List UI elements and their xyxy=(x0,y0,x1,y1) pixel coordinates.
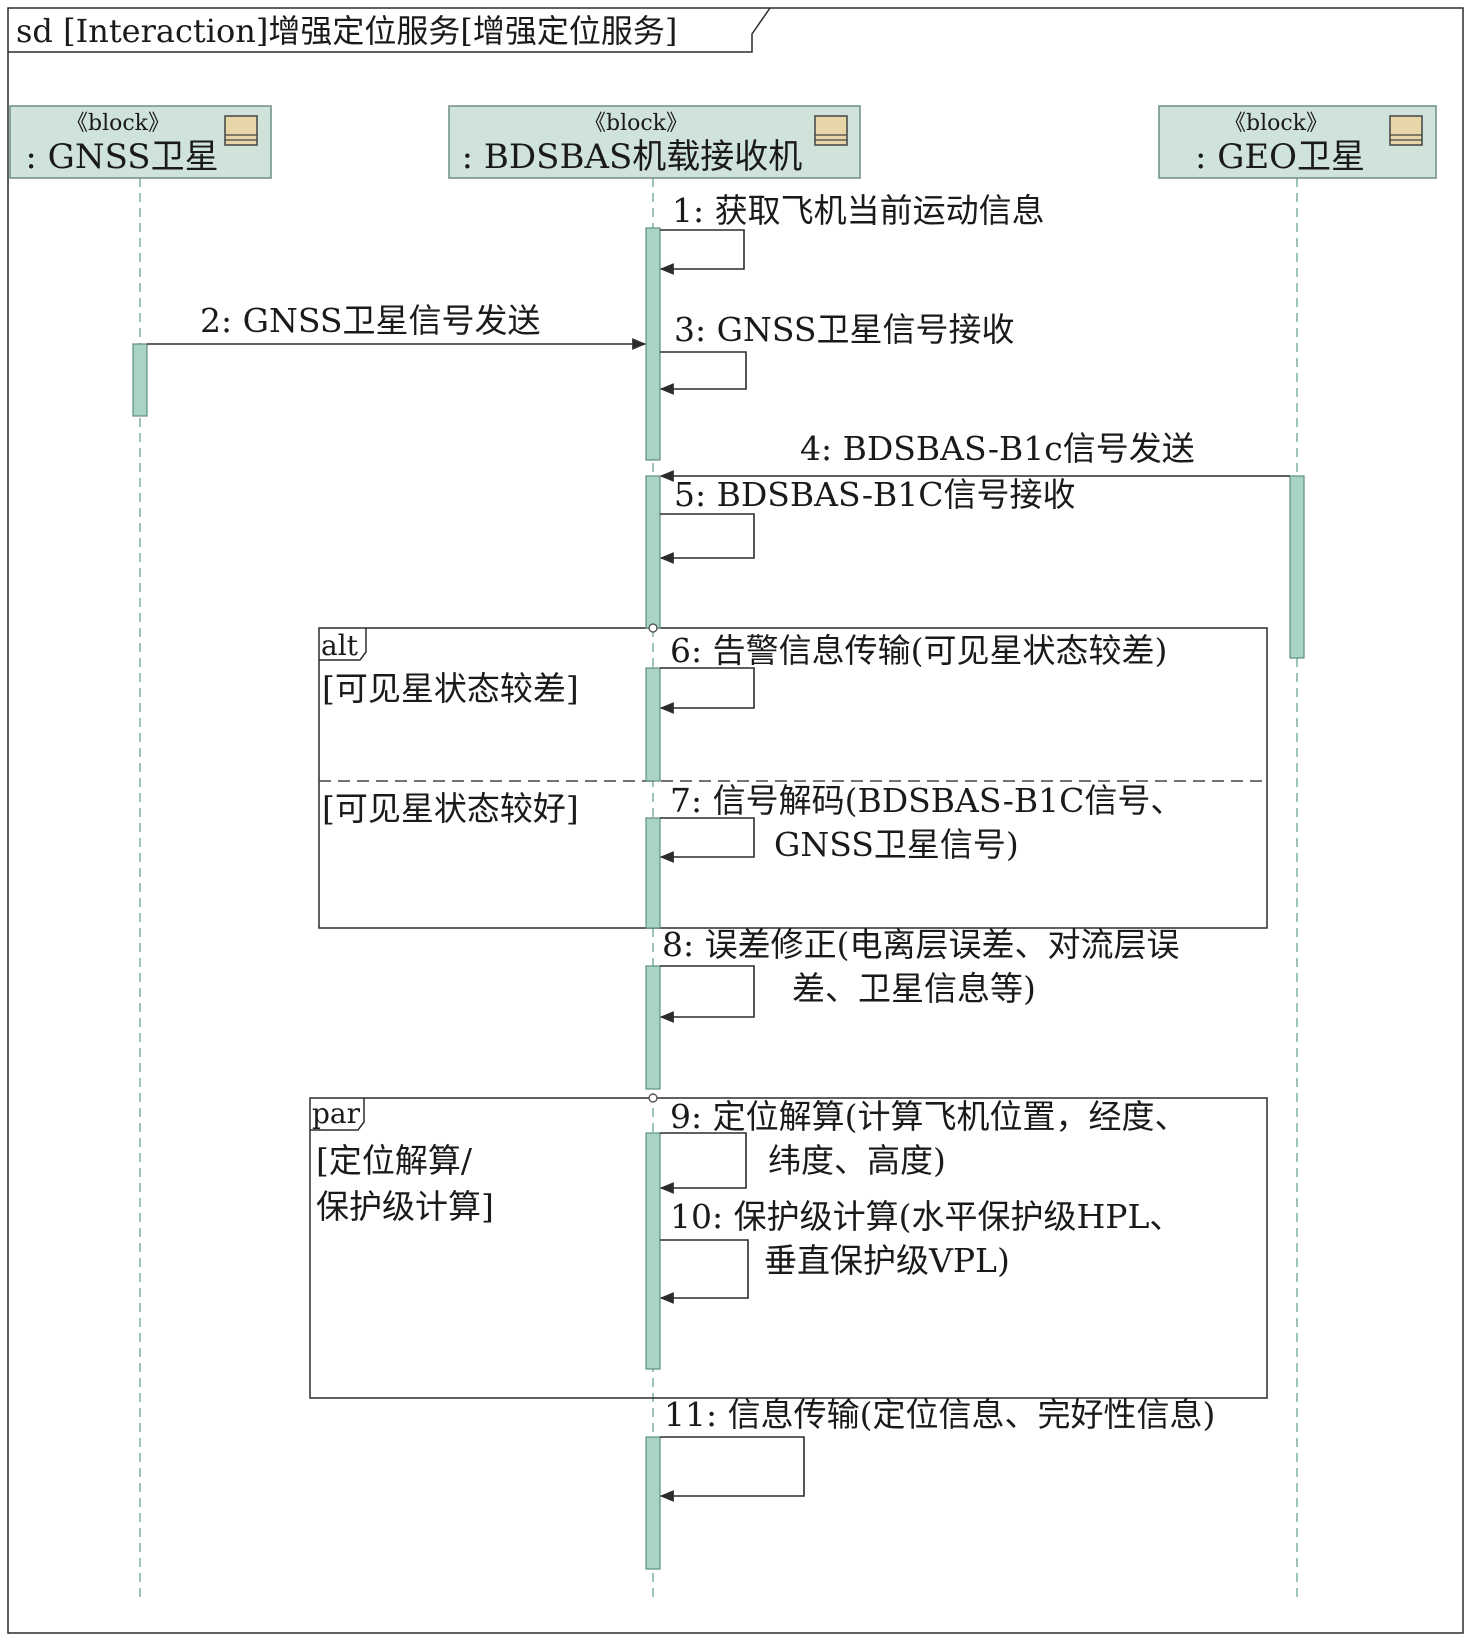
lifeline-gnss-satellite: 《block》 : GNSS卫星 xyxy=(9,105,272,1598)
lifeline-name: : GEO卫星 xyxy=(1195,137,1365,177)
message-arrow xyxy=(659,1239,749,1304)
message-2: 2: GNSS卫星信号发送 xyxy=(147,301,647,350)
message-10: 10: 保护级计算(水平保护级HPL、 垂直保护级VPL) xyxy=(659,1197,1182,1304)
message-label: 差、卫星信息等) xyxy=(792,969,1036,1008)
message-7: 7: 信号解码(BDSBAS-B1C信号、 GNSS卫星信号) xyxy=(659,781,1183,864)
message-11: 11: 信息传输(定位信息、完好性信息) xyxy=(659,1395,1215,1502)
message-1: 1: 获取飞机当前运动信息 xyxy=(659,191,1045,275)
fragment-box xyxy=(318,627,1268,929)
message-label: 1: 获取飞机当前运动信息 xyxy=(672,191,1045,230)
message-8: 8: 误差修正(电离层误差、对流层误 差、卫星信息等) xyxy=(659,925,1179,1023)
combined-fragments: alt [可见星状态较差] [可见星状态较好] par [定位解算/ 保护级计算… xyxy=(309,627,1268,1399)
message-arrow xyxy=(659,1132,747,1194)
lifeline-name: : BDSBAS机载接收机 xyxy=(462,137,803,177)
fragment-guard: 保护级计算] xyxy=(316,1187,494,1226)
message-arrow xyxy=(659,1436,805,1502)
block-icon xyxy=(814,115,848,146)
lifeline-stereotype: 《block》 xyxy=(66,111,170,136)
fragment-guard: [可见星状态较差] xyxy=(322,669,579,708)
fragment-box xyxy=(309,1097,1268,1399)
activation-bar xyxy=(645,1132,661,1370)
message-label: 6: 告警信息传输(可见星状态较差) xyxy=(670,631,1167,670)
fragment-gate xyxy=(648,1093,658,1103)
message-label: 5: BDSBAS-B1C信号接收 xyxy=(674,475,1075,514)
par-fragment: par [定位解算/ 保护级计算] xyxy=(309,1097,1268,1399)
interaction-frame: sd [Interaction]增强定位服务[增强定位服务] xyxy=(7,7,1464,1634)
activation-bar xyxy=(645,227,661,461)
message-6: 6: 告警信息传输(可见星状态较差) xyxy=(659,631,1167,714)
fragment-operator-tab xyxy=(319,628,367,661)
messages: 1: 获取飞机当前运动信息 2: GNSS卫星信号发送 3: GNSS卫星信号接… xyxy=(147,191,1290,1502)
lifeline-stereotype: 《block》 xyxy=(1224,111,1328,136)
block-icon xyxy=(224,115,258,146)
activation-bar xyxy=(645,667,661,782)
activation-bars xyxy=(132,227,1305,1570)
fragment-operator-tab xyxy=(310,1098,365,1131)
alt-fragment: alt [可见星状态较差] [可见星状态较好] xyxy=(318,627,1268,929)
message-3: 3: GNSS卫星信号接收 xyxy=(659,310,1014,395)
block-icon xyxy=(1389,115,1423,146)
message-label: 垂直保护级VPL) xyxy=(764,1241,1010,1280)
fragment-guard: [定位解算/ xyxy=(316,1141,473,1180)
message-arrow xyxy=(659,229,745,275)
message-9: 9: 定位解算(计算飞机位置，经度、 纬度、高度) xyxy=(659,1097,1187,1194)
message-5: 5: BDSBAS-B1C信号接收 xyxy=(659,475,1075,564)
message-arrow xyxy=(659,351,747,395)
message-label: 4: BDSBAS-B1c信号发送 xyxy=(800,429,1195,468)
lifeline-stereotype: 《block》 xyxy=(584,111,688,136)
fragment-operator: par xyxy=(312,1097,361,1130)
lifeline-head xyxy=(448,105,861,179)
message-label: 2: GNSS卫星信号发送 xyxy=(200,301,540,340)
fragment-operator: alt xyxy=(321,629,359,662)
message-label: 纬度、高度) xyxy=(768,1141,946,1180)
message-arrow xyxy=(659,667,755,714)
activation-bar xyxy=(1289,475,1305,659)
fragment-gate xyxy=(648,623,658,633)
lifeline-name: : GNSS卫星 xyxy=(25,137,218,177)
activation-bar xyxy=(645,1436,661,1570)
message-arrow xyxy=(659,817,755,863)
activation-bar xyxy=(645,965,661,1090)
message-label: 11: 信息传输(定位信息、完好性信息) xyxy=(664,1395,1215,1434)
lifeline-geo-satellite: 《block》 : GEO卫星 xyxy=(1158,105,1437,1598)
fragment-guard: [可见星状态较好] xyxy=(322,789,579,828)
message-label: 10: 保护级计算(水平保护级HPL、 xyxy=(670,1197,1182,1236)
message-label: 3: GNSS卫星信号接收 xyxy=(674,310,1014,349)
activation-bar xyxy=(645,475,661,629)
frame-title-tab xyxy=(8,7,771,53)
activation-bar xyxy=(132,343,148,417)
activation-bar xyxy=(645,817,661,929)
message-label: 9: 定位解算(计算飞机位置，经度、 xyxy=(670,1097,1187,1136)
message-arrow xyxy=(659,513,755,564)
frame-title: sd [Interaction]增强定位服务[增强定位服务] xyxy=(16,12,677,50)
message-label: 8: 误差修正(电离层误差、对流层误 xyxy=(662,925,1179,964)
message-label: GNSS卫星信号) xyxy=(774,825,1019,864)
message-label: 7: 信号解码(BDSBAS-B1C信号、 xyxy=(670,781,1183,820)
message-4: 4: BDSBAS-B1c信号发送 xyxy=(659,429,1290,482)
message-arrow xyxy=(659,965,755,1023)
